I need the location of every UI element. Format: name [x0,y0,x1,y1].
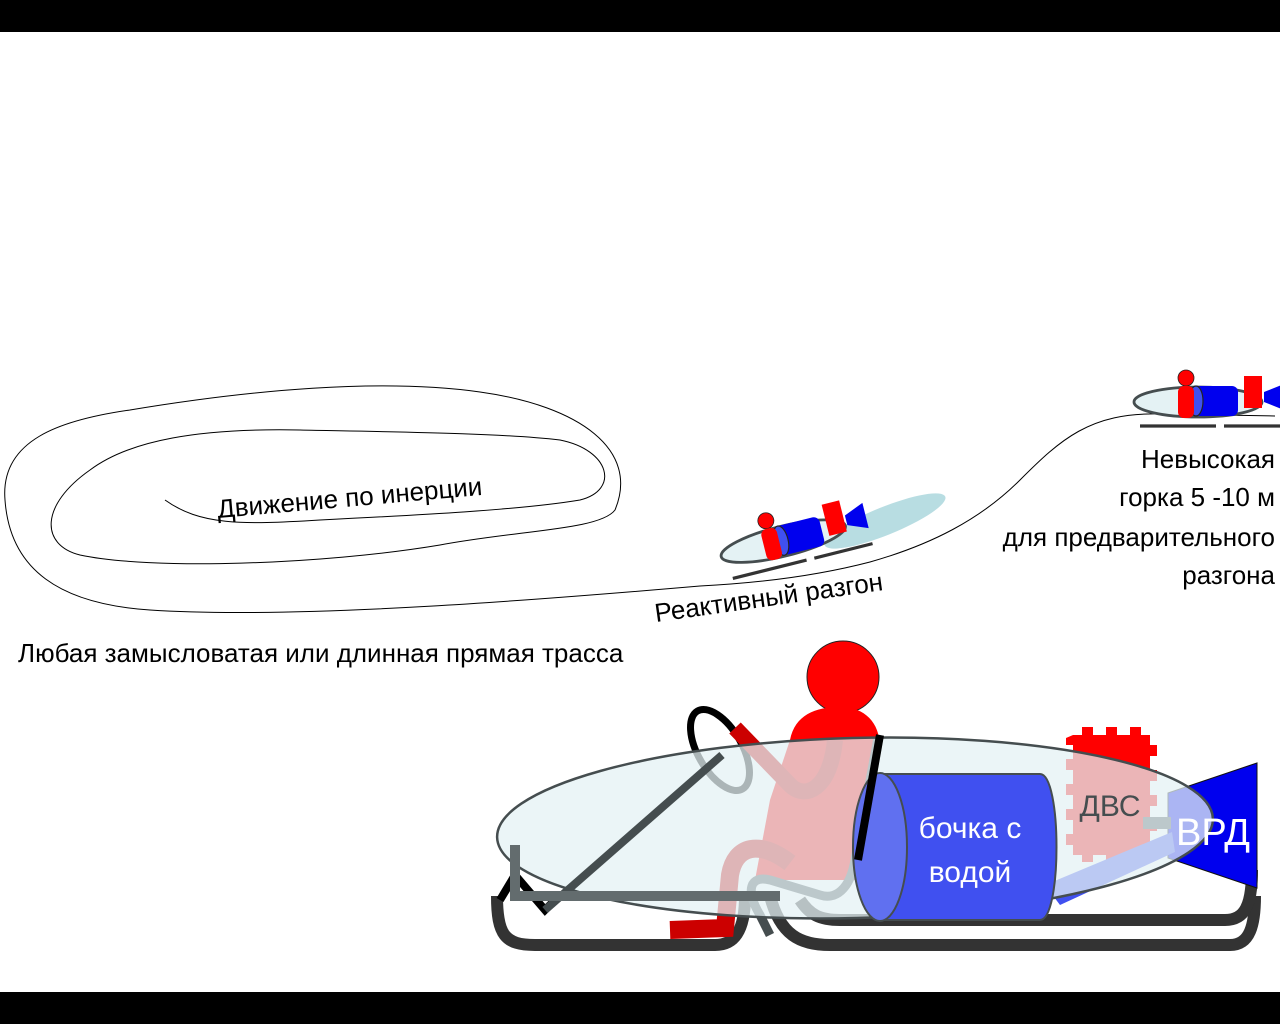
track-path [4,385,1276,614]
label-track: Любая замысловатая или длинная прямая тр… [18,638,624,668]
sled-icon-acceleration [719,500,873,581]
letterbox-bottom [0,992,1280,1024]
vehicle-illustration: бочка с водой ДВС ВРД [491,640,1261,951]
label-jet-engine-vrd: ВРД [1176,812,1250,854]
chassis-rail [510,845,780,901]
label-hill-line4: разгона [1182,560,1275,590]
label-hill-line2: горка 5 -10 м [1119,482,1275,512]
label-jet-acceleration: Реактивный разгон [653,566,885,628]
label-hill-line3: для предварительного [1003,522,1275,552]
front-runner [491,895,751,951]
label-coasting: Движение по инерции [216,471,483,524]
exhaust-plume [824,493,946,549]
water-tank-body [879,773,1058,921]
steering-column [542,751,725,914]
driver-head [806,640,880,714]
letterbox-top [0,0,1280,32]
label-water-tank-line2: водой [929,856,1012,889]
label-engine-dvs: ДВС [1080,790,1141,823]
seat-backrest [854,734,884,861]
label-hill-line1: Невысокая [1141,444,1275,474]
rear-runner [764,894,1261,951]
sled-icon-hilltop [1132,369,1280,428]
label-water-tank-line1: бочка с [919,812,1022,845]
